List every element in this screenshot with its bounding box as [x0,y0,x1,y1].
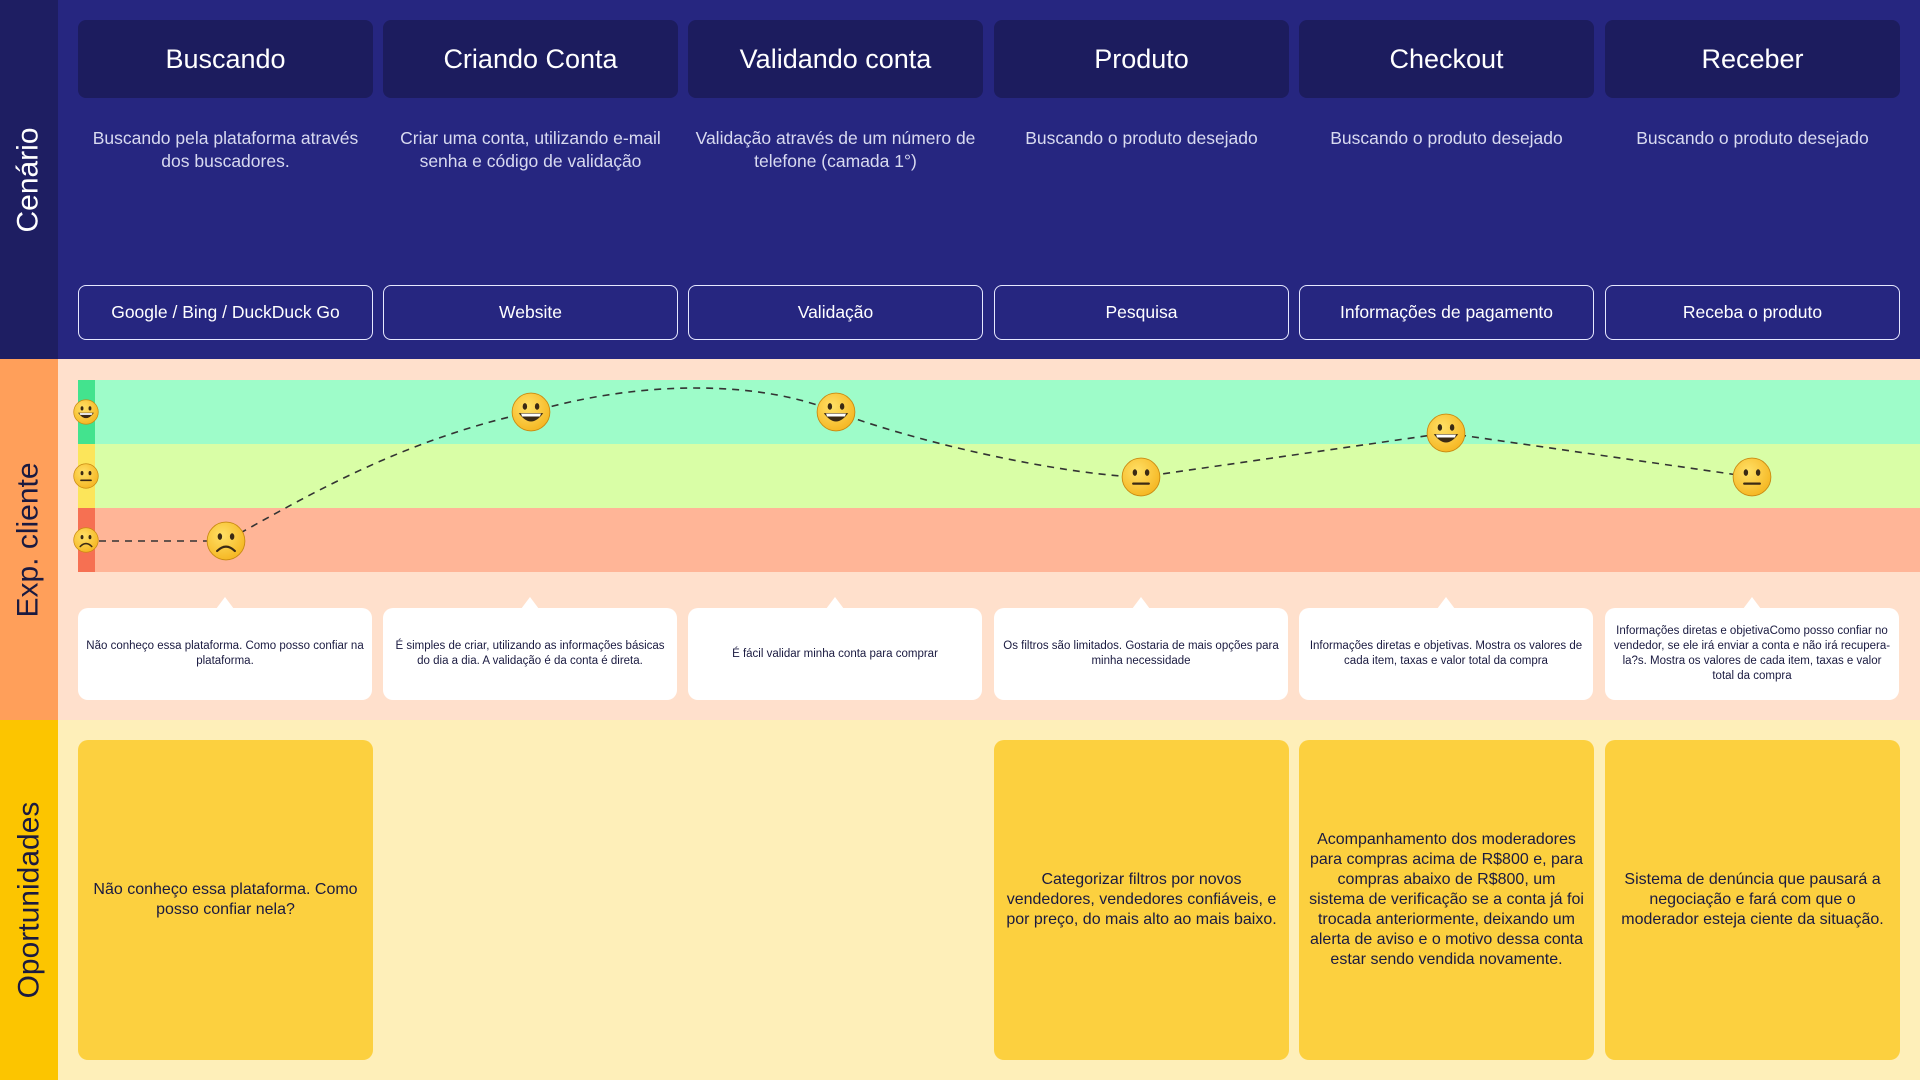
stage-description: Buscando o produto desejado [1330,128,1563,148]
customer-quote-bubble: Não conheço essa plataforma. Como posso … [78,597,372,700]
opportunity-card: Sistema de denúncia que pausará a negoci… [1605,740,1900,1060]
stage-title-receber: Receber [1605,20,1900,98]
opportunity-card: Acompanhamento dos moderadores para comp… [1299,740,1594,1060]
sad-legend-emoji-icon [73,527,99,553]
stage-channel: Website [383,285,678,340]
opportunity-card: Não conheço essa plataforma. Como posso … [78,740,373,1060]
stage-channel: Informações de pagamento [1299,285,1594,340]
stage-title-checkout: Checkout [1299,20,1594,98]
stage-description: Criar uma conta, utilizando e-mail senha… [400,128,661,171]
customer-quote-bubble: Informações diretas e objetivas. Mostra … [1299,597,1593,700]
happy-legend-emoji-icon [73,399,99,425]
happy-emoji-icon [816,392,856,432]
customer-quote-bubble: É fácil validar minha conta para comprar [688,597,982,700]
row-label-oportunidades: Oportunidades [0,720,58,1080]
neutral-emoji-icon [1121,457,1161,497]
stage-description: Buscando pela plataforma através dos bus… [92,128,359,171]
customer-quote-bubble: Informações diretas e objetivaComo posso… [1605,597,1899,700]
stage-title-criando-conta: Criando Conta [383,20,678,98]
neutral-emoji-icon [1732,457,1772,497]
stage-channel: Pesquisa [994,285,1289,340]
stage-title-validando-conta: Validando conta [688,20,983,98]
row-label-cenario: Cenário [0,0,58,359]
stage-title-buscando: Buscando [78,20,373,98]
row-label-experiencia: Exp. cliente [0,359,58,720]
customer-quote-bubble: É simples de criar, utilizando as inform… [383,597,677,700]
sad-emoji-icon [206,521,246,561]
opportunity-card: Categorizar filtros por novos vendedores… [994,740,1289,1060]
neutral-legend-emoji-icon [73,463,99,489]
customer-quote-bubble: Os filtros são limitados. Gostaria de ma… [994,597,1288,700]
zone-happy [78,380,1920,444]
happy-emoji-icon [511,392,551,432]
stage-title-produto: Produto [994,20,1289,98]
stage-description: Validação através de um número de telefo… [695,128,976,171]
happy-emoji-icon [1426,413,1466,453]
stage-channel: Google / Bing / DuckDuck Go [78,285,373,340]
stage-channel: Receba o produto [1605,285,1900,340]
stage-description: Buscando o produto desejado [1636,128,1869,148]
zone-sad [78,508,1920,572]
stage-description: Buscando o produto desejado [1025,128,1258,148]
zone-neutral [78,444,1920,508]
stage-channel: Validação [688,285,983,340]
